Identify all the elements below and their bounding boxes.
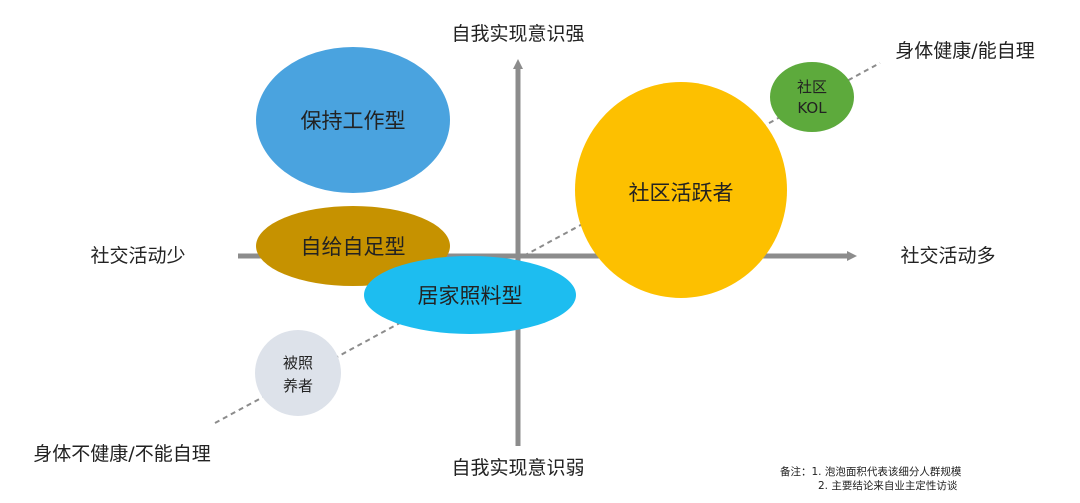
axis-label-left: 社交活动少 bbox=[90, 245, 185, 267]
label-kol-line1: 社区 bbox=[797, 78, 827, 96]
axis-label-right: 社交活动多 bbox=[900, 245, 995, 267]
bubble-cared bbox=[255, 330, 341, 416]
footnote-line1: 备注：1. 泡泡面积代表该细分人群规模 bbox=[780, 466, 962, 478]
bubble-home-care bbox=[364, 256, 576, 334]
axis-label-top: 自我实现意识强 bbox=[451, 23, 584, 45]
label-kol-line2: KOL bbox=[797, 99, 827, 117]
axis-label-bottom: 自我实现意识弱 bbox=[451, 457, 584, 479]
label-active: 社区活跃者 bbox=[629, 181, 734, 205]
axis-label-diag-top: 身体健康/能自理 bbox=[895, 40, 1034, 62]
footnote-line2: 2. 主要结论来自业主定性访谈 bbox=[818, 480, 958, 492]
label-home-care: 居家照料型 bbox=[418, 284, 523, 308]
label-keep-working: 保持工作型 bbox=[301, 109, 406, 133]
label-cared-line2: 养者 bbox=[283, 377, 313, 395]
label-cared-line1: 被照 bbox=[283, 354, 313, 372]
footnote: 备注：1. 泡泡面积代表该细分人群规模 2. 主要结论来自业主定性访谈 bbox=[780, 465, 961, 493]
axis-label-diag-bottom: 身体不健康/不能自理 bbox=[33, 443, 210, 465]
bubble-kol bbox=[770, 62, 854, 132]
label-self-sufficient: 自给自足型 bbox=[301, 235, 406, 259]
bubble-active bbox=[575, 82, 787, 298]
bubble-keep-working bbox=[256, 47, 450, 193]
